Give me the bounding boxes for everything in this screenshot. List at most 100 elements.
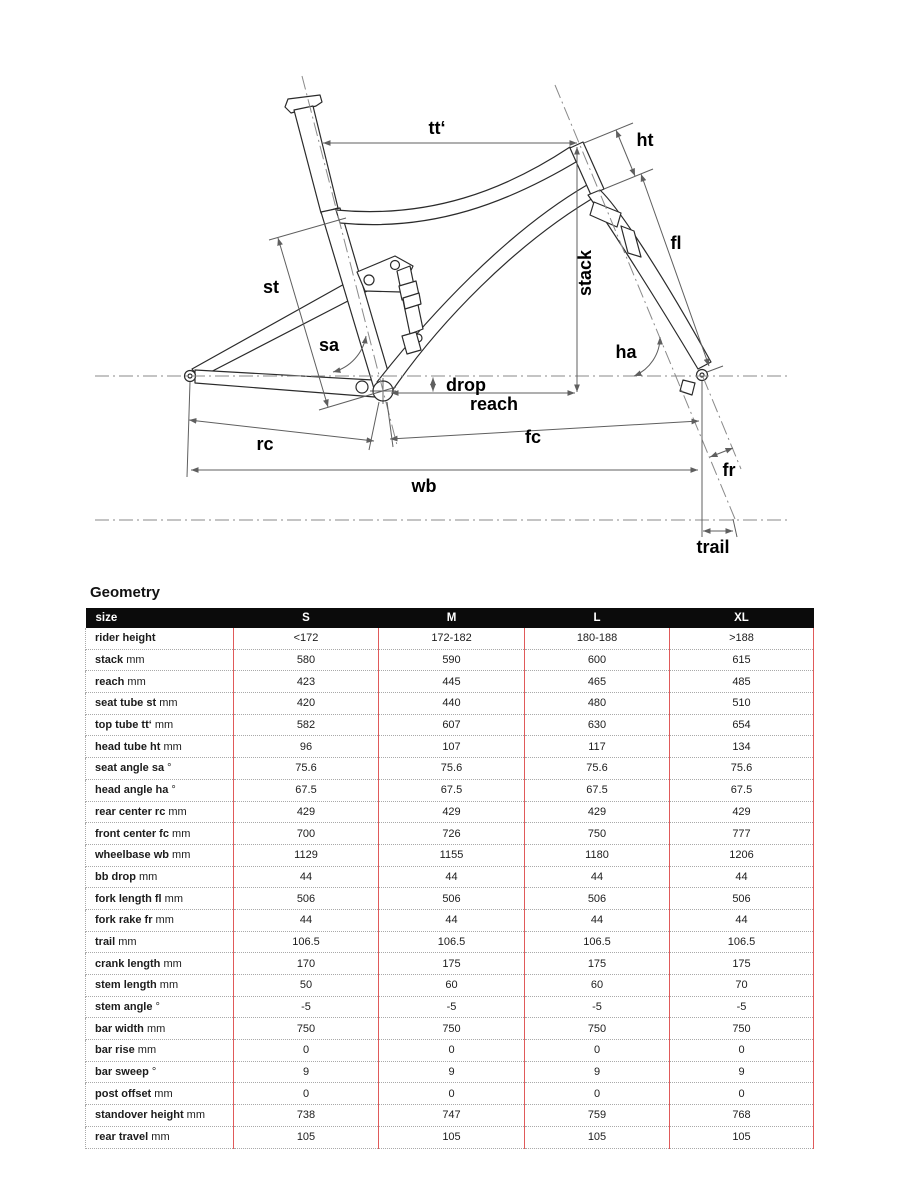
row-label: trail mm bbox=[85, 931, 234, 954]
cell: 75.6 bbox=[524, 757, 670, 780]
row-label: fork length fl mm bbox=[85, 887, 234, 910]
cell: 106.5 bbox=[669, 931, 814, 954]
cell: 67.5 bbox=[669, 779, 814, 802]
row-label: bar width mm bbox=[85, 1017, 234, 1041]
col-header-xl: XL bbox=[669, 608, 814, 628]
row-label: head tube ht mm bbox=[85, 735, 234, 759]
cell: >188 bbox=[669, 628, 814, 650]
dim-label-fc: fc bbox=[525, 427, 541, 447]
cell: 170 bbox=[233, 952, 379, 975]
row-label: stem length mm bbox=[85, 974, 234, 997]
cell: 1155 bbox=[378, 844, 525, 867]
ext-rear-axle bbox=[186, 381, 191, 478]
cell: 44 bbox=[378, 866, 525, 889]
cell: 67.5 bbox=[524, 779, 670, 802]
cell: 440 bbox=[378, 692, 525, 715]
dim-fl-tick bbox=[706, 365, 724, 373]
cell: 480 bbox=[524, 692, 670, 715]
cell: 750 bbox=[524, 822, 670, 845]
cell: 105 bbox=[524, 1126, 670, 1149]
dim-ha-arc bbox=[633, 336, 663, 377]
row-label: seat tube st mm bbox=[85, 692, 234, 715]
cell: 96 bbox=[233, 735, 379, 759]
cell: 654 bbox=[669, 714, 814, 737]
cell: 0 bbox=[233, 1082, 379, 1106]
cell: 0 bbox=[669, 1039, 814, 1062]
table-header-row: size S M L XL bbox=[85, 608, 814, 628]
row-label: reach mm bbox=[85, 670, 234, 694]
cell: 0 bbox=[524, 1082, 670, 1106]
cell: 420 bbox=[233, 692, 379, 715]
saddle-clamp bbox=[284, 94, 323, 114]
col-header-l: L bbox=[524, 608, 670, 628]
dim-fc bbox=[389, 418, 700, 442]
cell: 747 bbox=[378, 1104, 525, 1127]
dim-fl bbox=[640, 173, 710, 367]
cell: 180-188 bbox=[524, 628, 670, 650]
bike-geometry-diagram: tt‘ ht fl st stack sa ha drop reach rc f… bbox=[95, 75, 788, 557]
cell: 700 bbox=[233, 822, 379, 845]
dim-label-sa: sa bbox=[319, 335, 340, 355]
cell: 44 bbox=[524, 909, 670, 932]
cell: 777 bbox=[669, 822, 814, 845]
size-header: size bbox=[85, 608, 234, 628]
cell: 105 bbox=[233, 1126, 379, 1149]
cell: 0 bbox=[524, 1039, 670, 1062]
cell: 60 bbox=[524, 974, 670, 997]
dim-st-tick-top bbox=[268, 217, 347, 241]
cell: 485 bbox=[669, 670, 814, 694]
row-label: crank length mm bbox=[85, 952, 234, 975]
cell: -5 bbox=[524, 996, 670, 1019]
cell: 107 bbox=[378, 735, 525, 759]
cell: 429 bbox=[669, 801, 814, 824]
dim-fr bbox=[709, 447, 734, 458]
rocker-pivot bbox=[389, 259, 401, 271]
dim-ht bbox=[615, 129, 636, 177]
cell: 50 bbox=[233, 974, 379, 997]
cell: 105 bbox=[669, 1126, 814, 1149]
cell: 750 bbox=[233, 1017, 379, 1041]
cell: 44 bbox=[524, 866, 670, 889]
cell: 750 bbox=[378, 1017, 525, 1041]
cell: 106.5 bbox=[233, 931, 379, 954]
cell: 9 bbox=[378, 1061, 525, 1084]
cell: 510 bbox=[669, 692, 814, 715]
dim-label-drop: drop bbox=[446, 375, 486, 395]
cell: 429 bbox=[378, 801, 525, 824]
cell: 423 bbox=[233, 670, 379, 694]
row-label: stack mm bbox=[85, 649, 234, 672]
cell: 590 bbox=[378, 649, 525, 672]
geometry-title: Geometry bbox=[90, 584, 161, 601]
cell: 172-182 bbox=[378, 628, 525, 650]
cell: 9 bbox=[524, 1061, 670, 1084]
cell: 445 bbox=[378, 670, 525, 694]
cell: 750 bbox=[669, 1017, 814, 1041]
row-label: rear center rc mm bbox=[85, 801, 234, 824]
cell: 44 bbox=[233, 866, 379, 889]
cell: 738 bbox=[233, 1104, 379, 1127]
dim-st-tick-bottom bbox=[318, 386, 397, 411]
row-label: bb drop mm bbox=[85, 866, 234, 889]
cell: 0 bbox=[378, 1039, 525, 1062]
cell: -5 bbox=[669, 996, 814, 1019]
cell: 0 bbox=[233, 1039, 379, 1062]
cell: 506 bbox=[233, 887, 379, 910]
shock-mount bbox=[401, 331, 422, 355]
dim-ht-tick-bottom bbox=[603, 168, 654, 190]
dim-trail-tick bbox=[732, 518, 738, 538]
fork-crown bbox=[589, 201, 622, 228]
table-row: stem angle °-5-5-5-5 bbox=[85, 996, 814, 1019]
dim-rc bbox=[188, 417, 375, 444]
cell: 600 bbox=[524, 649, 670, 672]
cell: 630 bbox=[524, 714, 670, 737]
